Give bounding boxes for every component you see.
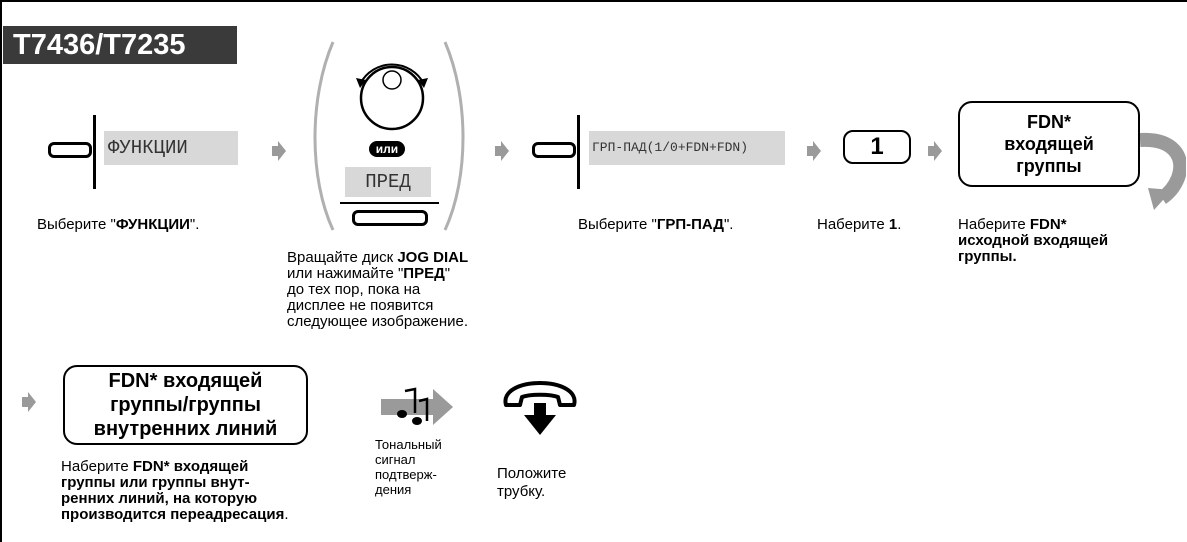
soft-key-button[interactable] (532, 142, 576, 158)
hang-up-handset-icon (503, 381, 577, 435)
jog-dial-icon[interactable] (352, 56, 432, 136)
parenthesis-group (313, 41, 465, 231)
model-title: T7436/T7235 (3, 26, 237, 64)
lcd-display-prev: ПРЕД (345, 167, 431, 197)
soft-key-button[interactable] (48, 142, 92, 158)
step5-caption: Наберите FDN* исходной входящей группы. (958, 216, 1109, 265)
display-divider (93, 115, 96, 189)
step2-caption: Вращайте диск JOG DIAL или нажимайте "ПР… (287, 249, 469, 330)
step4-caption: Наберите 1. (817, 216, 902, 233)
step3-caption: Выберите "ГРП-ПАД". (578, 216, 734, 233)
continue-curve-arrow-icon (1140, 132, 1186, 210)
next-arrow-icon (495, 141, 509, 161)
confirmation-tone-icon (381, 387, 453, 425)
step7-caption: Тональный сигнал подтверж- дения (375, 437, 442, 497)
next-arrow-icon (928, 141, 942, 161)
prev-soft-key-button[interactable] (352, 210, 428, 226)
fdn-incoming-group-box: FDN* входящей группы (958, 101, 1140, 187)
frame-left-border (0, 0, 2, 542)
lcd-display-functions: ФУНКЦИИ (104, 131, 238, 165)
or-badge: или (369, 141, 405, 157)
lcd-display-group-pickup: ГРП-ПАД(1/0+FDN+FDN) (589, 131, 785, 165)
step8-caption: Положите трубку. (497, 465, 567, 500)
next-arrow-icon (22, 392, 36, 412)
step6-caption: Наберите FDN* входящей группы или группы… (61, 458, 289, 523)
next-arrow-icon (807, 141, 821, 161)
display-underline (340, 202, 439, 204)
frame-top-border (0, 0, 1187, 2)
next-arrow-icon (272, 141, 286, 161)
dial-key-1[interactable]: 1 (843, 130, 911, 164)
fdn-incoming-or-extension-group-box: FDN* входящей группы/группы внутренних л… (63, 365, 308, 445)
step1-caption: Выберите "ФУНКЦИИ". (37, 216, 200, 233)
display-divider (577, 115, 580, 189)
